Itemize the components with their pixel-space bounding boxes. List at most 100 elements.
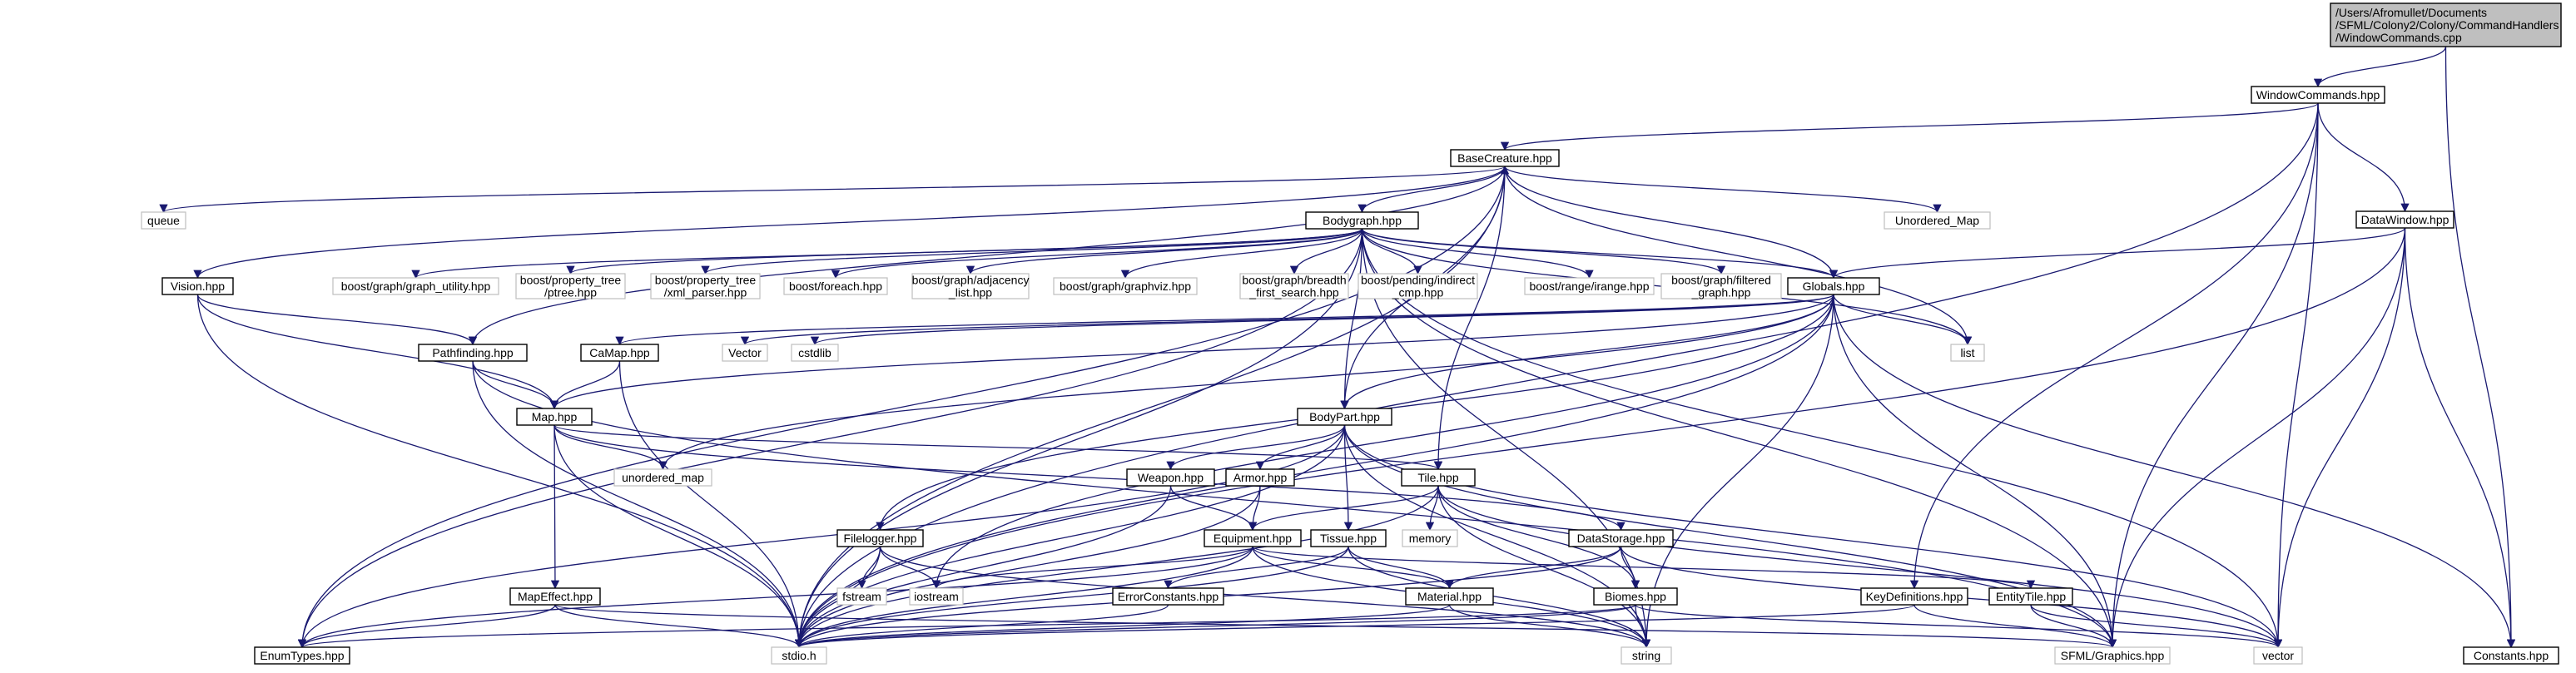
node-tissue[interactable]: Tissue.hpp xyxy=(1310,529,1387,547)
node-armor[interactable]: Armor.hpp xyxy=(1225,468,1295,487)
dependency-edge-map-to-stdio xyxy=(553,424,804,649)
dependency-edge-datawindow-to-vector xyxy=(2273,227,2406,649)
dependency-edge-biomes-to-string xyxy=(1635,604,1651,649)
node-datawindow[interactable]: DataWindow.hpp xyxy=(2355,210,2454,229)
dependency-edge-globals-to-vector_cap xyxy=(741,294,1834,346)
dependency-edge-bodypart-to-string xyxy=(1343,424,1651,649)
node-bodypart[interactable]: BodyPart.hpp xyxy=(1297,408,1392,426)
dependency-edge-bodygraph-to-stdio xyxy=(794,228,1363,649)
node-label: Bodygraph.hpp xyxy=(1323,214,1402,227)
node-iostream: iostream xyxy=(909,587,964,606)
node-graphviz: boost/graph/graphviz.hpp xyxy=(1053,277,1198,295)
node-mapeffect[interactable]: MapEffect.hpp xyxy=(509,587,601,606)
node-pathfinding[interactable]: Pathfinding.hpp xyxy=(418,344,528,362)
dependency-edge-datawindow-to-constants xyxy=(2404,227,2516,649)
node-vector_cap: Vector xyxy=(722,344,768,362)
node-label: DataWindow.hpp xyxy=(2361,213,2449,226)
dependency-edge-globals-to-basecreature xyxy=(1500,165,1834,279)
node-box xyxy=(1787,277,1880,295)
node-filelogger[interactable]: Filelogger.hpp xyxy=(836,529,924,547)
node-box xyxy=(771,646,827,665)
node-biomes[interactable]: Biomes.hpp xyxy=(1593,587,1678,606)
node-entitytile[interactable]: EntityTile.hpp xyxy=(1988,587,2073,606)
node-box xyxy=(1593,587,1678,606)
node-label: BodyPart.hpp xyxy=(1309,410,1380,423)
node-label: Pathfinding.hpp xyxy=(432,346,514,359)
node-label: Vision.hpp xyxy=(171,280,225,293)
node-label: SFML/Graphics.hpp xyxy=(2061,649,2165,662)
dependency-edge-map-to-unordered_map xyxy=(553,424,668,471)
node-tile[interactable]: Tile.hpp xyxy=(1401,468,1476,487)
dependency-edge-basecreature-to-bodygraph xyxy=(1357,166,1506,214)
node-label: boost/property_tree xyxy=(520,274,622,287)
dependency-edge-camap-to-stdio xyxy=(618,360,804,649)
dependency-edge-globals-to-bodypart xyxy=(1340,294,1834,410)
dependency-edge-windowcommands-to-basecreature xyxy=(1501,102,2319,151)
node-indirect: boost/pending/indirect_cmp.hpp xyxy=(1357,273,1478,299)
node-box xyxy=(1660,273,1782,299)
node-label: boost/foreach.hpp xyxy=(789,280,882,293)
node-bodygraph[interactable]: Bodygraph.hpp xyxy=(1305,211,1419,230)
node-label: string xyxy=(1632,649,1660,662)
node-irange: boost/range/irange.hpp xyxy=(1524,277,1655,295)
node-ptree: boost/property_tree/ptree.hpp xyxy=(515,273,626,299)
node-box xyxy=(613,468,712,487)
dependency-edge-bodygraph-to-globals xyxy=(1361,228,1839,280)
node-label: Map.hpp xyxy=(532,410,578,423)
node-box xyxy=(1112,587,1224,606)
node-label: KeyDefinitions.hpp xyxy=(1866,590,1963,603)
dependency-edge-globals-to-cstdlib xyxy=(811,294,1834,346)
dependency-edge-tile-to-biomes xyxy=(1437,485,1640,590)
node-foreach: boost/foreach.hpp xyxy=(783,277,888,295)
dependency-edge-globals-to-camap xyxy=(615,294,1834,346)
node-label: memory xyxy=(1409,532,1452,545)
dependency-edge-globals-to-string xyxy=(1641,294,1834,649)
node-windowcommands[interactable]: WindowCommands.hpp xyxy=(2251,86,2385,104)
node-filtered: boost/graph/filtered_graph.hpp xyxy=(1660,273,1782,299)
dependency-edge-root-to-constants xyxy=(2444,46,2516,649)
dependency-edge-windowcommands-to-vector xyxy=(2273,102,2319,649)
node-constants[interactable]: Constants.hpp xyxy=(2463,646,2559,665)
node-box xyxy=(1950,344,1985,362)
node-root[interactable]: /Users/Afromullet/Documents/SFML/Colony2… xyxy=(2330,2,2562,47)
dependency-edge-biomes-to-vector xyxy=(1635,604,2282,649)
node-label: Vector xyxy=(728,346,762,359)
dependency-edge-windowcommands-to-stdio xyxy=(794,102,2319,649)
node-unordered_map: unordered_map xyxy=(613,468,712,487)
node-box xyxy=(161,277,234,295)
node-label: vector xyxy=(2262,649,2294,662)
node-label: /WindowCommands.cpp xyxy=(2335,31,2462,44)
node-errorconstants[interactable]: ErrorConstants.hpp xyxy=(1112,587,1224,606)
node-label: boost/range/irange.hpp xyxy=(1530,280,1650,293)
node-label: Filelogger.hpp xyxy=(844,532,917,545)
dependency-edge-entitytile-to-sfml xyxy=(2030,604,2117,649)
node-camap[interactable]: CaMap.hpp xyxy=(580,344,659,362)
node-map[interactable]: Map.hpp xyxy=(516,408,593,426)
dependency-edge-filelogger-to-string xyxy=(879,546,1651,649)
node-datastorage[interactable]: DataStorage.hpp xyxy=(1568,529,1674,547)
dependency-edge-equipment-to-entitytile xyxy=(1252,546,2035,590)
dependency-edge-keydefinitions-to-sfml xyxy=(1913,604,2117,649)
node-vision[interactable]: Vision.hpp xyxy=(161,277,234,295)
node-box xyxy=(2463,646,2559,665)
node-material[interactable]: Material.hpp xyxy=(1405,587,1494,606)
node-box xyxy=(1305,211,1419,230)
dependency-edge-globals-to-sfml xyxy=(1833,294,2117,649)
dependency-edge-globals-to-iostream xyxy=(931,294,1834,590)
dependency-edge-mapeffect-to-stdio xyxy=(554,604,804,649)
node-label: /SFML/Colony2/Colony/CommandHandlers xyxy=(2335,18,2559,32)
node-label: boost/graph/graphviz.hpp xyxy=(1060,280,1191,293)
node-basecreature[interactable]: BaseCreature.hpp xyxy=(1450,149,1560,167)
node-weapon[interactable]: Weapon.hpp xyxy=(1126,468,1215,487)
dependency-edge-biomes-to-enumtypes xyxy=(298,604,1636,649)
node-box xyxy=(332,277,499,295)
node-label: Globals.hpp xyxy=(1803,280,1865,293)
node-box xyxy=(418,344,528,362)
node-enumtypes[interactable]: EnumTypes.hpp xyxy=(254,646,350,665)
node-label: boost/graph/graph_utility.hpp xyxy=(341,280,491,293)
node-label: fstream xyxy=(842,590,881,603)
node-box xyxy=(836,529,924,547)
node-keydefinitions[interactable]: KeyDefinitions.hpp xyxy=(1860,587,1968,606)
node-globals[interactable]: Globals.hpp xyxy=(1787,277,1880,295)
node-equipment[interactable]: Equipment.hpp xyxy=(1204,529,1302,547)
